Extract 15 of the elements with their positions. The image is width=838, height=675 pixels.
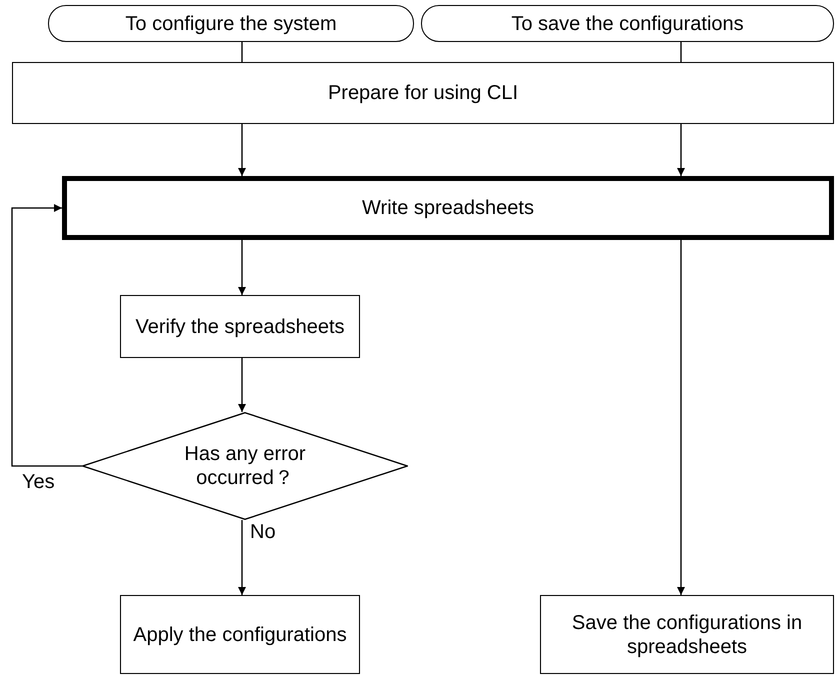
process-box: Verify the spreadsheets [120,295,360,358]
arrow [238,520,246,595]
arrow [677,240,685,595]
arrow [11,204,82,467]
start-terminal: To configure the system [48,5,414,42]
process-box: Apply the configurations [120,595,360,674]
arrow [238,124,246,176]
process-box: Prepare for using CLI [12,62,834,124]
arrow [677,124,685,176]
process-box: Save the configurations in spreadsheets [540,595,834,674]
process-box: Write spreadsheets [62,176,834,240]
start-terminal: To save the configurations [421,5,834,42]
arrow [238,240,246,295]
decision-label: Has any error occurred？ [184,443,306,489]
arrow [238,358,246,412]
